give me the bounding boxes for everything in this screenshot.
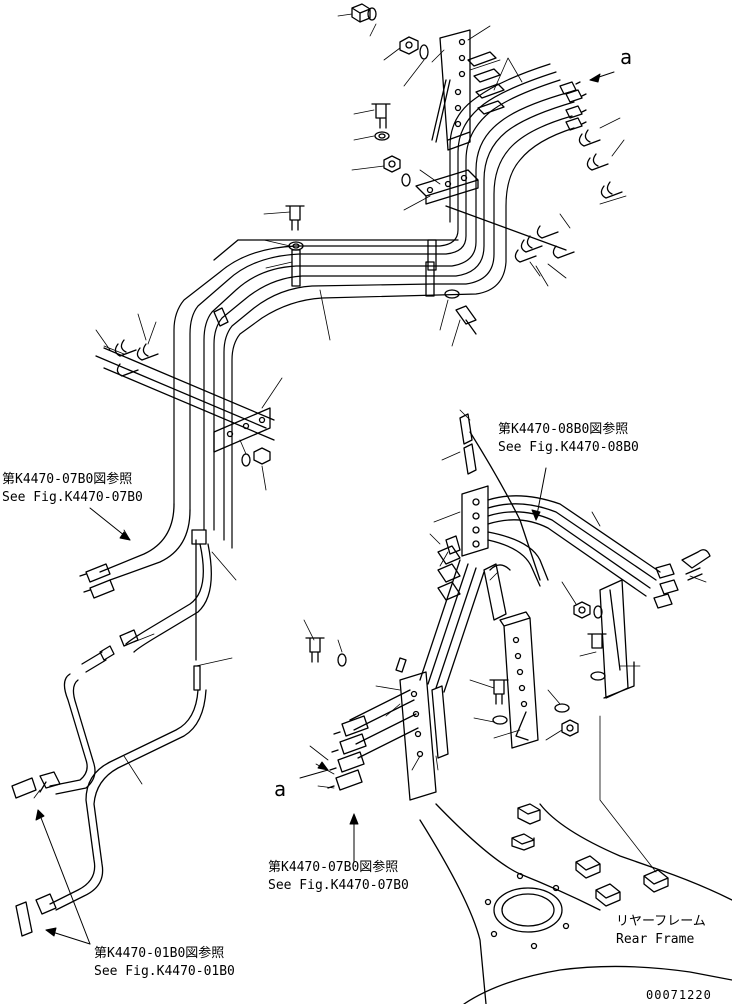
diagonal-hoses — [327, 559, 485, 801]
drawing-number: 00071220 — [646, 988, 712, 1002]
ref-08b0-jp: 第K4470-08B0図参照 — [498, 422, 629, 437]
callout-a-top: a — [620, 45, 633, 69]
top-pipe-fittings — [559, 81, 587, 131]
middle-bolts — [285, 205, 477, 335]
upper-pipe-bundle — [173, 63, 575, 549]
rear-frame-label-jp: リヤーフレーム — [616, 914, 706, 929]
ref-01b0-jp: 第K4470-01B0図参照 — [94, 946, 225, 961]
ref-07b0-bottom-jp: 第K4470-07B0図参照 — [268, 860, 399, 875]
left-bracket-assembly — [95, 339, 275, 467]
right-pipe-bundle — [469, 431, 711, 609]
lower-bolts — [305, 601, 607, 737]
callout-a-bottom: a — [274, 777, 287, 801]
vertical-brackets — [499, 579, 635, 749]
upper-pipe-clamps — [213, 239, 459, 327]
ref-08b0-en: See Fig.K4470-08B0 — [498, 440, 639, 455]
ref-07b0-left-jp: 第K4470-07B0図参照 — [2, 472, 133, 487]
ref-07b0-bottom-en: See Fig.K4470-07B0 — [268, 878, 409, 893]
left-pipes — [11, 503, 212, 937]
callout-arrows — [35, 71, 615, 945]
rear-frame — [419, 803, 732, 1004]
top-right-clamps — [514, 129, 623, 263]
ref-01b0-en: See Fig.K4470-01B0 — [94, 964, 235, 979]
leader-lines — [33, 13, 707, 873]
rear-frame-label-en: Rear Frame — [616, 932, 695, 947]
top-bracket-assembly — [351, 3, 567, 251]
ref-07b0-left-en: See Fig.K4470-07B0 — [2, 490, 143, 505]
